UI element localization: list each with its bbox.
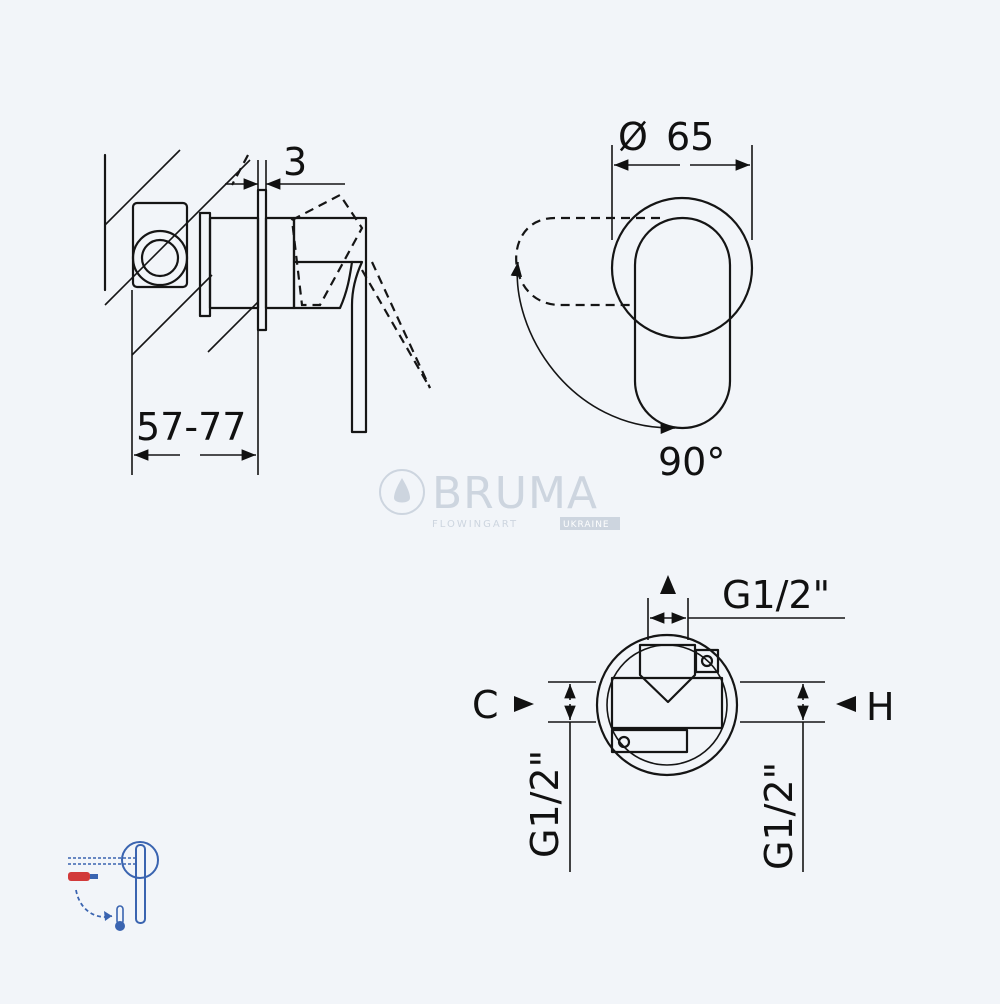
handle-rotated-outline (515, 216, 660, 307)
front-view: 90° Ø 65 (510, 115, 754, 484)
mixer-temperature-icon (68, 841, 159, 931)
hot-port-label: H (866, 685, 895, 729)
watermark-tagline: FLOWINGART (432, 519, 518, 530)
thread-label-left: G1/2" (523, 750, 567, 858)
rotation-arc (510, 261, 676, 435)
cold-arrow-icon (514, 696, 534, 712)
cartridge-housing (208, 216, 260, 310)
watermark-region: UKRAINE (563, 520, 610, 530)
brand-watermark: BRUMA FLOWINGART UKRAINE (379, 468, 620, 530)
handle-base (264, 216, 296, 310)
handle-oval (633, 216, 732, 430)
cold-port-label: C (472, 683, 499, 727)
mount-lug-top (694, 648, 720, 674)
mount-lug-bottom (610, 728, 689, 754)
pipe-outer (131, 229, 189, 287)
wall-hatch (103, 149, 259, 356)
outlet-arrow-icon (660, 575, 676, 594)
cartridge-block (610, 676, 724, 730)
watermark-drop-icon (379, 469, 425, 515)
valve-body (131, 201, 189, 289)
dim-diameter: Ø 65 (611, 115, 753, 240)
mounting-flange (198, 211, 212, 318)
side-view: 3 57-77 (103, 140, 431, 475)
dim-plate-thickness: 3 (225, 140, 345, 195)
dim-label-depth: 57-77 (136, 405, 246, 449)
dim-label-angle: 90° (658, 440, 725, 484)
lever-rotated-outline (290, 193, 364, 307)
cover-plate (256, 188, 268, 332)
hot-arrow-icon (836, 696, 856, 712)
outlet-port (638, 643, 697, 704)
dim-label-thickness: 3 (283, 140, 307, 184)
thread-label-top: G1/2" (722, 573, 830, 617)
thread-label-right: G1/2" (757, 762, 801, 870)
dim-installation-depth: 57-77 (131, 290, 259, 475)
lever-handle (292, 216, 368, 434)
ports-view: G1/2" C G1/2" H G1/2" (472, 573, 895, 872)
diameter-symbol: Ø (618, 115, 648, 159)
watermark-brand: BRUMA (432, 468, 598, 519)
valve-body-circle (595, 633, 739, 777)
pipe-inner (140, 238, 180, 278)
dim-label-diameter: 65 (666, 115, 714, 159)
lever-rotated-arm (361, 269, 431, 389)
lever-neck (292, 260, 354, 310)
